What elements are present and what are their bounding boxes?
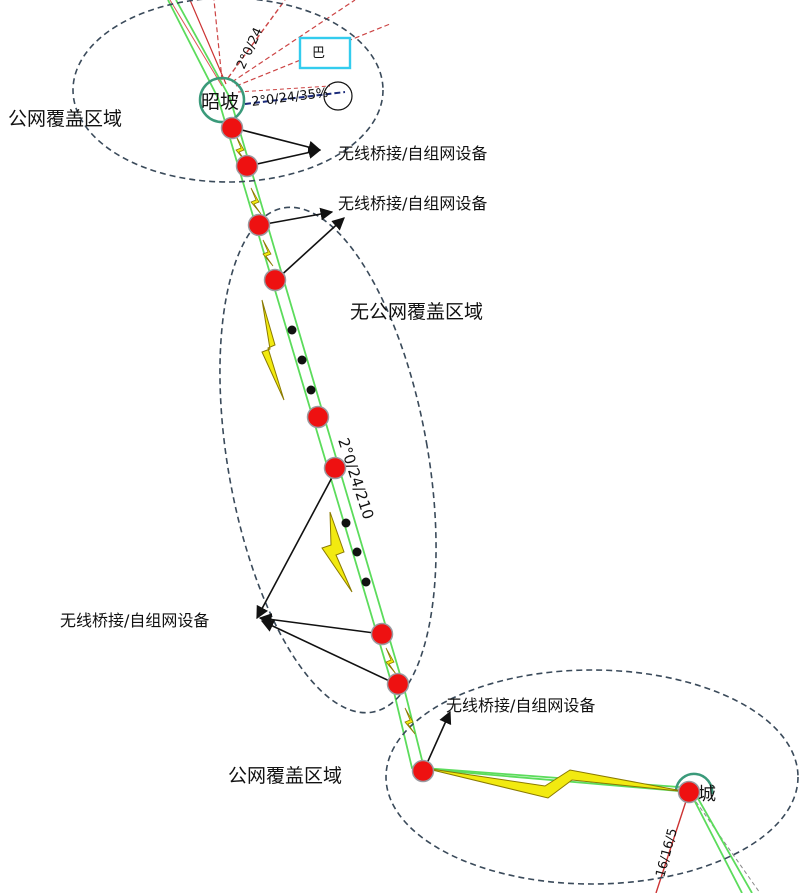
device-node — [370, 622, 394, 646]
dashed-red-line — [231, 0, 356, 83]
device-node — [263, 268, 287, 292]
arrow — [258, 613, 383, 635]
bottom-station: 城 — [674, 772, 716, 805]
small-bolt-icon — [404, 707, 416, 735]
lightning-bolt-icon — [321, 511, 353, 593]
station-ring-icon — [674, 772, 714, 795]
map-box-label: 巴 — [312, 46, 325, 61]
device-node — [386, 672, 410, 696]
top-zone-label: 公网覆盖区域 — [8, 108, 122, 130]
ellipsis-dot-icon — [287, 325, 297, 335]
arrow — [247, 146, 322, 167]
device-label: 无线桥接/自组网设备 — [60, 611, 209, 630]
top-station-name: 昭坡 — [201, 91, 239, 113]
dashed-navy-line — [244, 91, 346, 105]
lightning-bolt-icon — [261, 299, 285, 401]
bottom-line-code: 16/16/5 — [653, 827, 680, 879]
bottom-public-coverage-zone — [385, 669, 799, 885]
red-line — [189, 0, 227, 85]
ellipsis-dot-icon — [341, 518, 351, 528]
dashed-red-line — [213, 0, 223, 81]
bottom-station-name: 城 — [698, 784, 716, 805]
top-public-coverage-zone — [72, 0, 384, 183]
device-node — [677, 780, 701, 804]
device-node — [323, 456, 347, 480]
device-label: 无线桥接/自组网设备 — [338, 144, 487, 163]
bottom-red-line — [655, 794, 689, 893]
bottom-dashed-line — [691, 795, 761, 893]
station-ring-icon — [198, 76, 246, 124]
arrow — [256, 469, 337, 620]
ellipsis-dot-icon — [361, 577, 371, 587]
device-node — [220, 116, 244, 140]
device-arrows — [233, 127, 452, 771]
map-box: 巴 — [298, 36, 352, 70]
arrow — [259, 207, 334, 226]
cyan-box — [298, 36, 352, 70]
device-nodes — [220, 116, 701, 804]
small-ring-icon — [323, 81, 353, 111]
ellipsis-dot-icon — [297, 355, 307, 365]
small-bolt-icon — [262, 239, 274, 267]
device-node — [306, 405, 330, 429]
dashed-red-line — [237, 85, 331, 93]
ellipsis-dots — [287, 325, 371, 587]
coverage-zones — [72, 0, 799, 885]
ellipsis-dot-icon — [352, 547, 362, 557]
device-node — [247, 213, 271, 237]
top-station: 昭坡 — [198, 76, 246, 124]
red-line — [169, 0, 223, 87]
top-red-code: 2°0/24 — [234, 26, 266, 72]
ellipsis-dot-icon — [306, 385, 316, 395]
no-public-coverage-zone — [219, 206, 437, 714]
device-node — [411, 759, 435, 783]
device-label: 无线桥接/自组网设备 — [338, 194, 487, 213]
arrow — [260, 620, 399, 686]
arrow — [275, 217, 345, 281]
middle-zone-label: 无公网覆盖区域 — [350, 301, 483, 323]
bottom-zone-label: 公网覆盖区域 — [228, 765, 342, 787]
arrow — [423, 710, 452, 771]
device-label: 无线桥接/自组网设备 — [446, 696, 595, 715]
dashed-red-line — [227, 0, 286, 79]
device-node — [235, 154, 259, 178]
arrow — [233, 127, 322, 154]
top-blue-code: 2°0/24/35% — [251, 86, 330, 110]
route-line-right — [175, 0, 753, 893]
